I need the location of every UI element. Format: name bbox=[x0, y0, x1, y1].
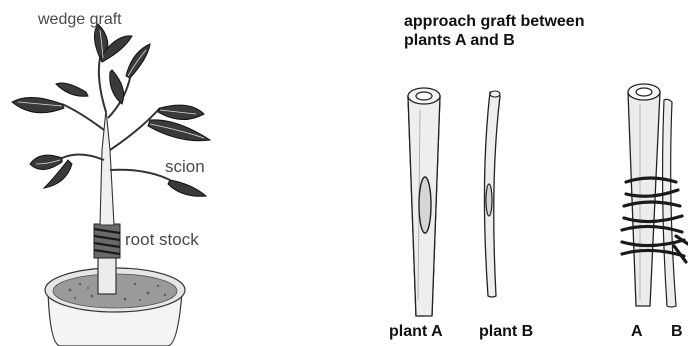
joined-graft bbox=[622, 84, 688, 307]
rootstock-label: root stock bbox=[125, 231, 199, 248]
plant-b-cut bbox=[486, 184, 492, 216]
joined-label-b: B bbox=[671, 324, 683, 340]
wedge-graft-plant bbox=[12, 24, 210, 346]
plant-a-label: plant A bbox=[389, 324, 443, 340]
approach-graft-title-line1: approach graft between bbox=[404, 14, 584, 30]
wedge-graft-title: wedge graft bbox=[38, 12, 122, 28]
plant-b-stem bbox=[484, 91, 500, 297]
scion-label: scion bbox=[165, 158, 205, 175]
joined-label-a: A bbox=[631, 324, 643, 340]
plant-b-label: plant B bbox=[479, 324, 533, 340]
plant-a-stem bbox=[408, 88, 440, 316]
graft-binding bbox=[94, 224, 120, 258]
plant-a-cut bbox=[419, 177, 431, 233]
scion-stem bbox=[100, 110, 114, 225]
approach-graft-title-line2: plants A and B bbox=[404, 33, 515, 49]
